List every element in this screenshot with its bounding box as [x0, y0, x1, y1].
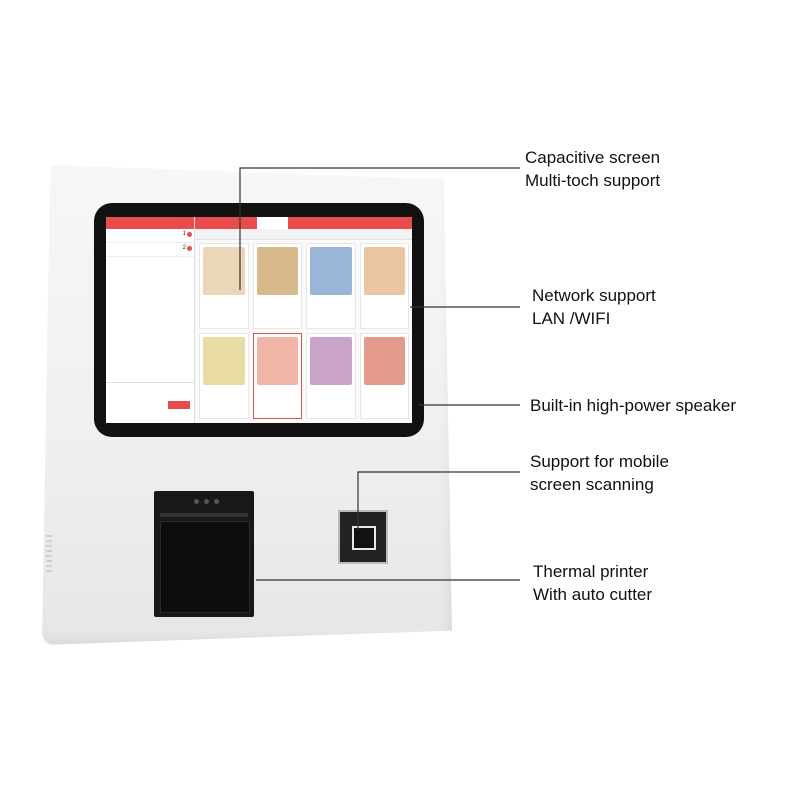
- network-support-label: Network support LAN /WIFI: [532, 284, 656, 330]
- order-item[interactable]: 1: [106, 229, 194, 243]
- menu-grid: [199, 243, 409, 419]
- order-item[interactable]: 2: [106, 243, 194, 257]
- menu-item-card[interactable]: [359, 333, 409, 419]
- order-panel-header: [106, 217, 194, 229]
- speaker-label: Built-in high-power speaker: [530, 396, 736, 415]
- printer-lid: [160, 521, 250, 613]
- thermal-printer-label: Thermal printer With auto cutter: [533, 560, 652, 606]
- mobile-scanning-label: Support for mobile screen scanning: [530, 450, 669, 496]
- mobile-scanning-line2: screen scanning: [530, 475, 654, 494]
- network-support-line2: LAN /WIFI: [532, 309, 611, 328]
- order-panel: 1 2: [106, 217, 195, 423]
- pay-button[interactable]: [168, 401, 190, 409]
- printer-led: [214, 499, 219, 504]
- touch-screen[interactable]: 1 2: [106, 217, 412, 423]
- menu-area: [195, 217, 412, 423]
- menu-item-image: [203, 337, 245, 385]
- menu-item-card[interactable]: [252, 333, 302, 419]
- leader-line-capacitive: [239, 167, 520, 290]
- paper-slot: [160, 513, 248, 517]
- menu-item-card[interactable]: [359, 243, 409, 329]
- category-tabs: [195, 217, 412, 229]
- capacitive-screen-label: Capacitive screen Multi-toch support: [525, 146, 660, 192]
- thermal-printer-line2: With auto cutter: [533, 585, 653, 604]
- self-service-kiosk: 1 2: [42, 165, 452, 645]
- network-support-line1: Network support: [532, 286, 656, 305]
- menu-item-card[interactable]: [199, 333, 249, 419]
- menu-item-card[interactable]: [306, 333, 356, 419]
- menu-item-card[interactable]: [306, 243, 356, 329]
- order-footer: [106, 382, 194, 423]
- menu-item-image: [256, 247, 298, 295]
- mobile-scanning-line1: Support for mobile: [530, 452, 669, 471]
- menu-item-image: [363, 247, 405, 295]
- menu-item-image: [310, 247, 352, 295]
- printer-led: [194, 499, 199, 504]
- tab-category[interactable]: [257, 217, 288, 229]
- speaker-grille: [46, 535, 52, 575]
- menu-item-card[interactable]: [252, 243, 302, 329]
- leader-line-scanning: [357, 471, 520, 530]
- qr-scanner: [338, 510, 388, 564]
- thermal-printer-line1: Thermal printer: [533, 562, 649, 581]
- menu-item-image: [363, 337, 405, 385]
- printer-led: [204, 499, 209, 504]
- sub-category-bar: [195, 229, 412, 240]
- menu-item-image: [203, 247, 245, 295]
- thermal-printer: [154, 491, 254, 617]
- capacitive-screen-line1: Capacitive screen: [525, 148, 661, 167]
- scanner-window: [352, 526, 376, 550]
- menu-item-image: [310, 337, 352, 385]
- touch-screen-bezel: 1 2: [94, 203, 424, 437]
- menu-item-image: [256, 337, 298, 385]
- capacitive-screen-line2: Multi-toch support: [525, 171, 661, 190]
